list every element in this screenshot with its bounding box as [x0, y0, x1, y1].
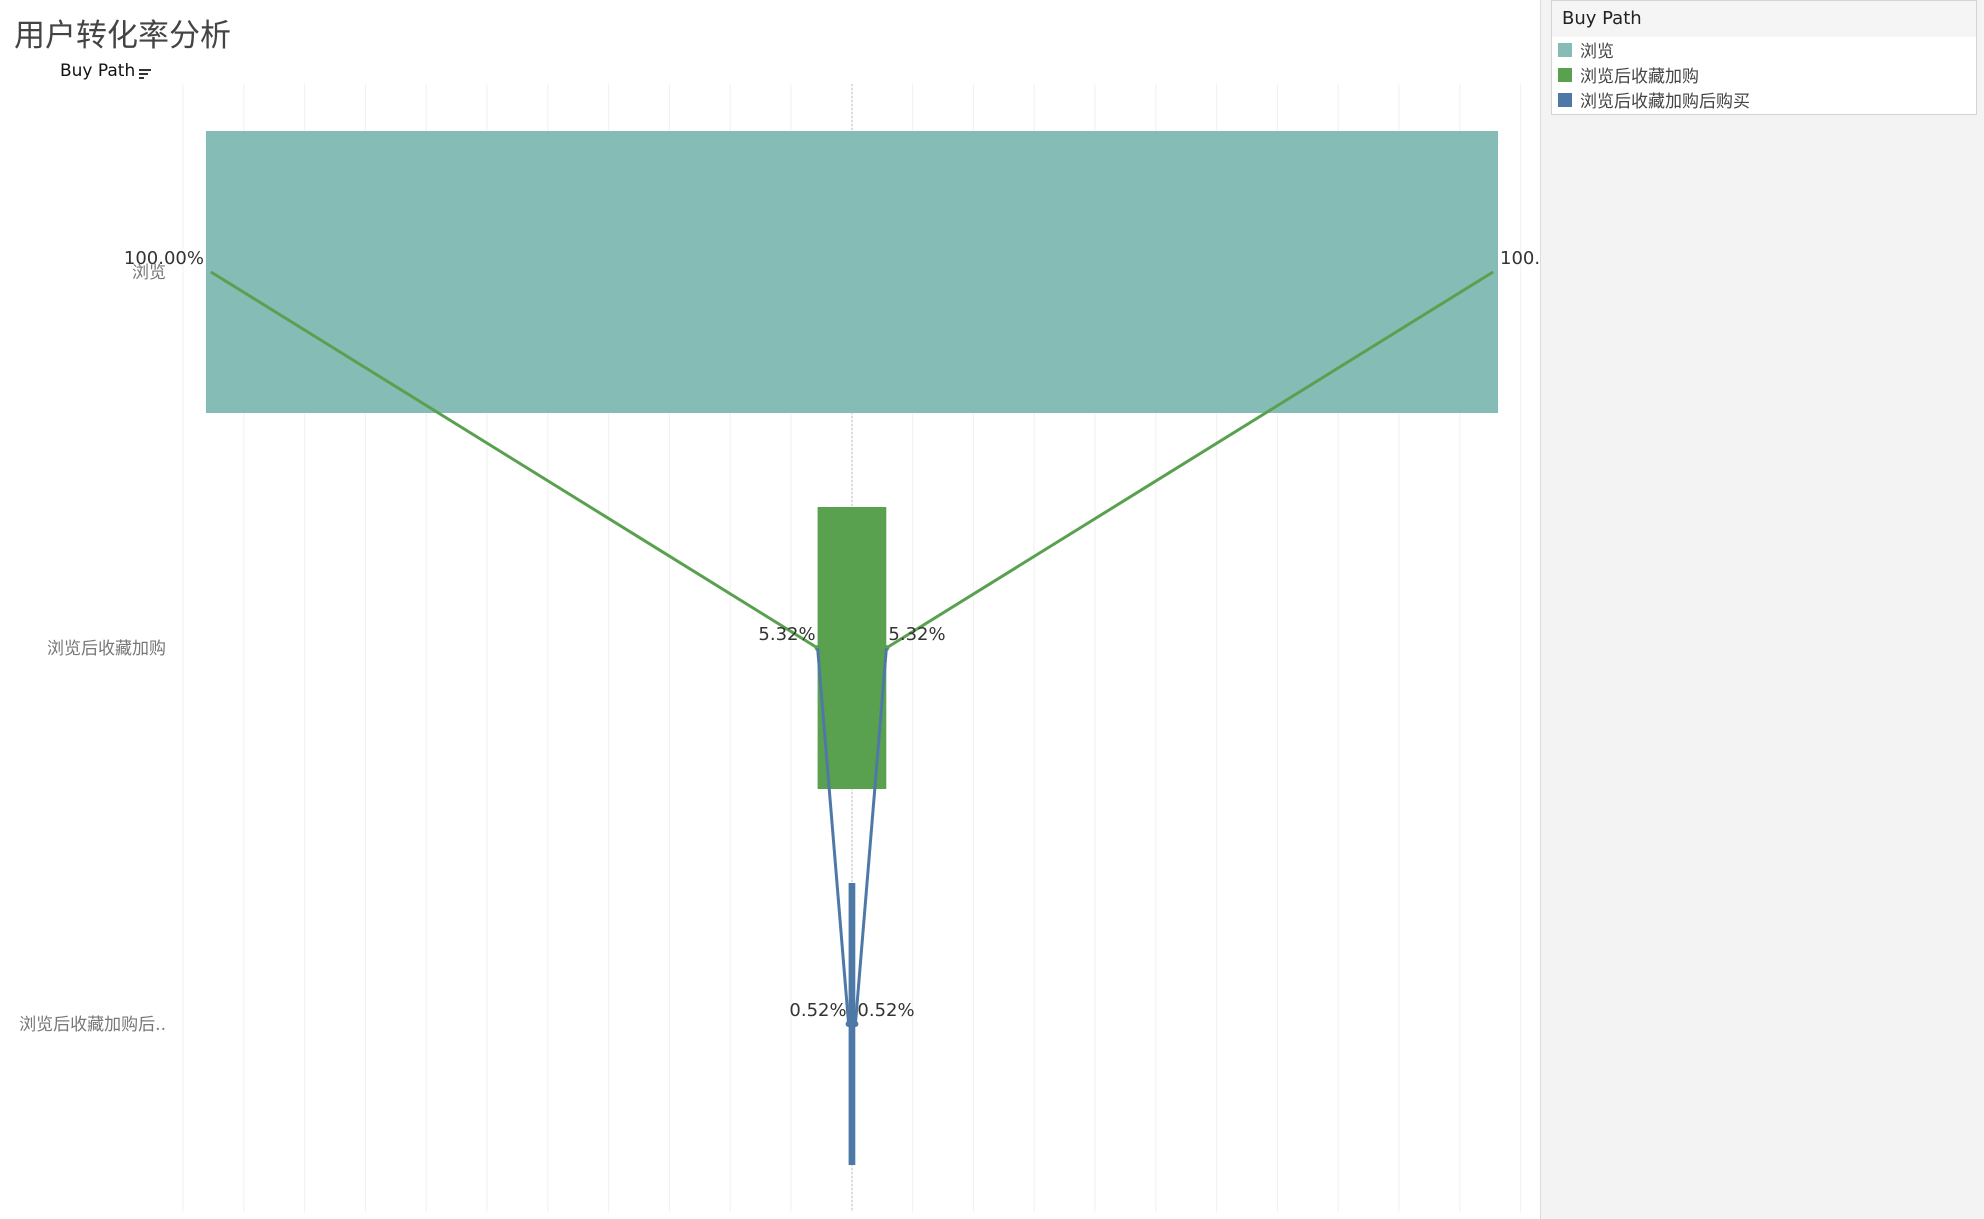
data-labels: 100.00% 100.00% 5.32% 5.32% 0.52% 0.52% [124, 248, 1540, 1021]
sort-icon[interactable] [139, 69, 152, 79]
data-label-right: 100.00% [1500, 248, 1540, 269]
sheet-title: 用户转化率分析 [14, 18, 231, 54]
legend-item-browse[interactable]: 浏览 [1552, 37, 1976, 62]
data-label-left: 100.00% [124, 248, 204, 269]
legend-swatch [1558, 67, 1572, 82]
data-label-right: 0.52% [857, 1000, 914, 1021]
connector-line-right [853, 647, 888, 1025]
legend-label: 浏览 [1580, 42, 1614, 62]
buy-path-field-header[interactable]: Buy Path [60, 61, 152, 81]
field-header-label: Buy Path [60, 61, 136, 81]
legend-item-purchase[interactable]: 浏览后收藏加购后购买 [1552, 87, 1976, 112]
category-tick-label: 浏览后收藏加购 [47, 639, 166, 659]
data-label-left: 5.32% [758, 624, 815, 645]
connector-point [845, 1021, 852, 1027]
connector-line-left [816, 647, 851, 1025]
worksheet: 用户转化率分析 Buy Path 100.00% 100.00% 5.32% 5.32… [14, 18, 1540, 1212]
legend-title: Buy Path [1552, 1, 1976, 37]
legend-swatch [1558, 42, 1572, 57]
category-tick-label: 浏览后收藏加购后.. [19, 1015, 166, 1035]
legend-item-favorite-cart[interactable]: 浏览后收藏加购 [1552, 62, 1976, 87]
funnel-bar [848, 883, 856, 1165]
bars [206, 131, 1498, 1165]
side-panel: Buy Path 浏览 浏览后收藏加购 浏览后收藏加购后购买 [1540, 0, 1984, 1219]
legend-label: 浏览后收藏加购后购买 [1580, 92, 1750, 112]
category-tick-label: 浏览 [132, 263, 166, 283]
legend-label: 浏览后收藏加购 [1580, 67, 1699, 87]
connector-lines [210, 270, 1494, 1027]
data-label-left: 0.52% [789, 1000, 846, 1021]
connector-line-right [885, 270, 1494, 650]
connector-point [852, 1021, 859, 1027]
funnel-bar [817, 507, 887, 789]
legend-swatch [1558, 92, 1572, 107]
funnel-chart: 100.00% 100.00% 5.32% 5.32% 0.52% 0.52% 浏览浏览后… [19, 84, 1540, 1212]
data-label-right: 5.32% [888, 624, 945, 645]
funnel-bar [206, 131, 1498, 413]
connector-line-left [210, 270, 819, 650]
legend: Buy Path 浏览 浏览后收藏加购 浏览后收藏加购后购买 [1551, 0, 1977, 115]
